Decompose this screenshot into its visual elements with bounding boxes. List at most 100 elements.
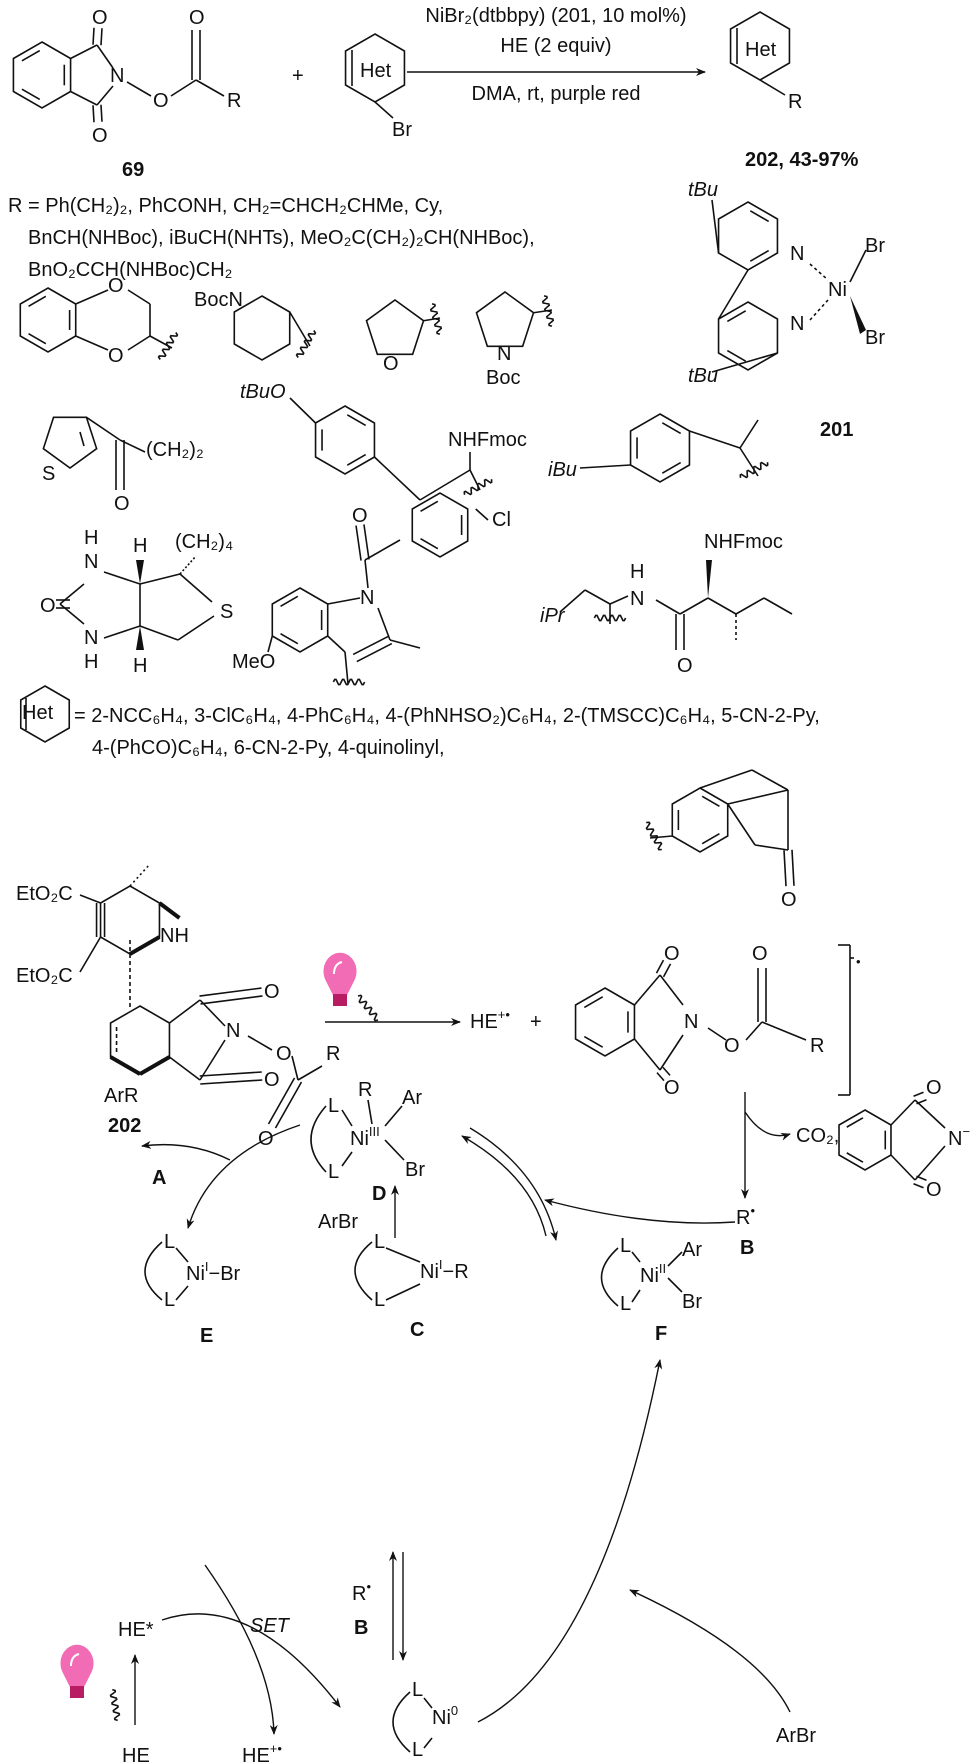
- double-bond: [662, 1066, 671, 1076]
- het-list: Het = 2-NCC₆H₄, 3-ClC₆H₄, 4-PhC₆H₄, 4-(P…: [22, 702, 820, 911]
- F-to-D-arrow: [461, 1135, 547, 1237]
- ligand-l: L: [328, 1095, 339, 1117]
- atom-o: O: [664, 1077, 680, 1099]
- arbr: ArBr: [318, 1211, 358, 1233]
- reductive-elimination-arrow: [186, 1124, 301, 1229]
- wavy-bond: [463, 478, 493, 496]
- atom-h: H: [630, 561, 644, 583]
- bond: [699, 769, 753, 789]
- conditions-text: DMA, rt, purple red: [472, 83, 641, 105]
- bond: [849, 249, 867, 283]
- bond: [711, 352, 778, 373]
- bond: [103, 625, 141, 639]
- bromine: Br: [392, 119, 412, 141]
- double-bond: [655, 959, 665, 974]
- ligand-l: L: [164, 1289, 175, 1311]
- bonds-layer: [12, 11, 946, 1753]
- aromatic-bond: [28, 333, 47, 345]
- hashed-bond: [179, 555, 197, 575]
- atom-o: O: [189, 7, 205, 29]
- double-bond: [352, 635, 389, 656]
- coordination-bond: [809, 263, 829, 281]
- bromine: Br: [865, 235, 885, 257]
- aromatic-bond: [583, 1035, 604, 1048]
- double-bond: [916, 1175, 927, 1182]
- wavy-light: [109, 1688, 121, 1722]
- bond: [914, 1145, 946, 1181]
- co2: CO₂,: [796, 1125, 839, 1147]
- nhfmoc: NHFmoc: [704, 531, 783, 553]
- bond: [127, 335, 151, 351]
- double-bond: [274, 1081, 303, 1129]
- ipr: iPr: [540, 605, 566, 627]
- double-bond: [356, 642, 393, 663]
- aromatic-bond: [749, 210, 770, 223]
- bond: [389, 639, 421, 649]
- bond: [689, 430, 741, 449]
- bond: [75, 335, 109, 351]
- bond: [377, 607, 391, 641]
- bond: [631, 1289, 641, 1303]
- double-bond: [200, 995, 263, 1005]
- bond: [119, 439, 146, 453]
- wedge-bond: [706, 560, 712, 598]
- ni-0: Ni0: [432, 1703, 458, 1729]
- bond: [168, 1056, 201, 1081]
- r-group-list: R = Ph(CH₂)₂, PhCONH, CH₂=CHCH₂CHMe, Cy,…: [8, 195, 535, 281]
- ligand-l: L: [412, 1679, 423, 1701]
- wavy-bond: [541, 295, 555, 327]
- bond: [659, 974, 684, 1006]
- main-reaction: O O N O O R 69 + Het Br NiBr₂(dtbbpy) (2…: [92, 5, 859, 181]
- wavy-bond: [295, 330, 317, 358]
- atom-n-h: H: [84, 527, 98, 549]
- atom-n: N: [790, 243, 804, 265]
- double-bond: [662, 963, 672, 978]
- bond: [423, 1697, 433, 1709]
- bond: [341, 1109, 353, 1127]
- tbu: tBu: [688, 365, 718, 387]
- bond: [344, 651, 349, 685]
- double-bond: [656, 1072, 665, 1082]
- bond: [559, 589, 586, 613]
- arr-product: ArR: [104, 1085, 138, 1107]
- het-label: Het: [745, 39, 777, 61]
- catalyst-201-label: 201: [820, 419, 853, 441]
- r-groups-line-2: BnCH(NHBoc), iBuCH(NHTs), MeO₂C(CH₂)₂CH(…: [28, 227, 535, 249]
- radical-capture-arrow: [544, 1198, 736, 1224]
- nhfmoc: NHFmoc: [448, 429, 527, 451]
- bond: [327, 597, 361, 605]
- bond: [75, 289, 109, 305]
- bond: [739, 447, 759, 477]
- aromatic-bond: [846, 1152, 864, 1163]
- bond: [727, 803, 756, 846]
- indole-benzene: [271, 587, 329, 653]
- bond: [70, 44, 98, 60]
- chlorine: Cl: [492, 509, 511, 531]
- bond: [890, 1099, 916, 1126]
- bond: [59, 583, 85, 605]
- bond: [175, 1285, 189, 1301]
- bond: [751, 769, 789, 791]
- light-bulb-icon: [323, 952, 357, 995]
- bond: [727, 789, 789, 805]
- wedge-bond: [136, 560, 144, 584]
- bond: [199, 999, 226, 1027]
- light-bulb-highlight: [70, 1653, 80, 1667]
- bond: [584, 589, 611, 605]
- bond: [914, 1099, 946, 1129]
- atom-n: N: [630, 588, 644, 610]
- r-radical: R•: [352, 1579, 371, 1605]
- ni-I-r: NiI−R: [420, 1257, 469, 1283]
- bond: [126, 81, 152, 97]
- bond: [175, 1247, 189, 1263]
- atom-n: N: [84, 627, 98, 649]
- bond: [759, 79, 786, 96]
- intermediate-E-label: E: [200, 1325, 213, 1347]
- r-group: R: [810, 1035, 824, 1057]
- ligand-arc-F: [600, 1247, 619, 1307]
- bond: [367, 1099, 373, 1125]
- bond: [735, 597, 765, 615]
- light-bulb-base-icon: [333, 994, 347, 1006]
- bond: [419, 469, 471, 501]
